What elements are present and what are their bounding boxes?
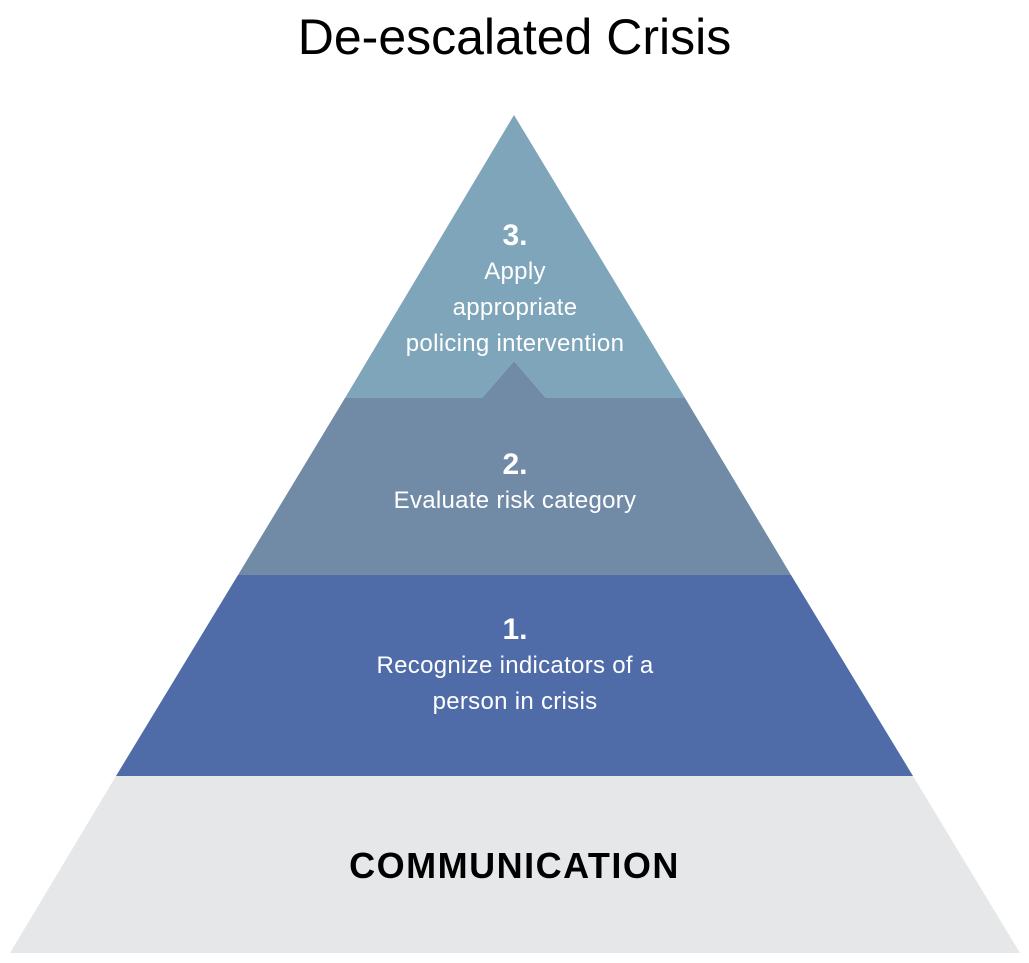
tier-2-text-line-1: Evaluate risk category: [393, 487, 637, 514]
tier-3-number: 3.: [502, 219, 528, 252]
pyramid-tier-3: [345, 115, 685, 398]
tier-1-number: 1.: [502, 613, 528, 646]
tier-1-label: 1. Recognize indicators of a person in c…: [300, 612, 730, 720]
tier-2-label: 2. Evaluate risk category: [300, 447, 730, 519]
tier-3-text-line-2: appropriate: [452, 294, 578, 321]
tier-3-text-line-1: Apply: [484, 258, 546, 285]
pyramid-tier-2: [238, 361, 791, 575]
pyramid-tier-1: [116, 537, 913, 776]
pyramid-base-tier: [10, 776, 1020, 953]
base-tier-label: COMMUNICATION: [349, 845, 680, 886]
tier-3-text-line-3: policing intervention: [405, 330, 625, 357]
tier-2-number: 2.: [502, 448, 528, 481]
diagram-title: De-escalated Crisis: [297, 9, 732, 65]
tier-1-text-line-1: Recognize indicators of a: [376, 652, 654, 679]
tier-1-text-line-2: person in crisis: [432, 688, 598, 715]
tier-3-label: 3. Apply appropriate policing interventi…: [340, 218, 690, 362]
